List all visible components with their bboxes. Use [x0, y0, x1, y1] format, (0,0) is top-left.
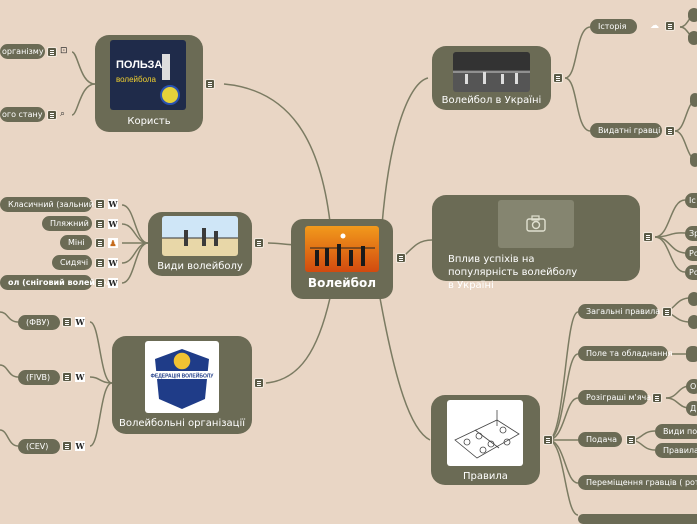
type-mini[interactable]: Міні [60, 235, 92, 250]
influence-subtopic-3[interactable]: Ро [685, 246, 697, 261]
cev-menu-icon[interactable] [62, 441, 72, 451]
type-classic[interactable]: Класичний (зальний) [0, 197, 97, 212]
fivb-menu-icon[interactable] [62, 372, 72, 382]
influence-menu-icon[interactable] [643, 232, 653, 242]
players-subtopic-1[interactable] [690, 93, 697, 107]
orgs-logo-text: ФЕДЕРАЦІЯ ВОЛЕЙБОЛУ [151, 372, 215, 380]
org-fvu[interactable]: (ФВУ) [18, 315, 60, 330]
wikipedia-icon[interactable]: W [108, 258, 118, 268]
type-sitting[interactable]: Сидячі [52, 255, 92, 270]
ukraine-image [453, 52, 530, 92]
orgs-logo: ФЕДЕРАЦІЯ ВОЛЕЙБОЛУ [145, 341, 219, 413]
rule-general[interactable]: Загальні правила [578, 304, 660, 319]
types-node[interactable]: Види волейболу [148, 212, 252, 276]
type-sitting-menu-icon[interactable] [95, 258, 105, 268]
influence-subtopic-4[interactable]: Ро [685, 265, 697, 280]
influence-node[interactable]: Вплив успіхів на популярність волейболу … [432, 195, 640, 291]
wikipedia-icon[interactable]: W [108, 199, 118, 209]
type-snow[interactable]: ол (сніговий волейбол) [0, 275, 116, 290]
camera-icon [526, 215, 546, 232]
central-image [305, 226, 379, 272]
benefit-image: ПОЛЬЗА волейбола [110, 40, 186, 110]
orgs-menu-icon[interactable] [254, 378, 264, 388]
rally-subtopic-2[interactable]: Д [686, 401, 697, 416]
history-subtopic-1[interactable] [688, 8, 697, 22]
types-label: Види волейболу [157, 261, 243, 272]
wikipedia-icon[interactable]: W [108, 219, 118, 229]
rule-general-menu-icon[interactable] [662, 307, 672, 317]
org-cev[interactable]: (CEV) [18, 439, 60, 454]
person-icon[interactable]: ♟ [108, 238, 118, 248]
ukraine-players-topic[interactable]: Видатні гравці [590, 123, 662, 138]
rules-label: Правила [463, 471, 508, 482]
field-subtopic[interactable] [686, 346, 697, 362]
search-icon[interactable]: ⌕ [60, 109, 66, 119]
history-menu-icon[interactable] [665, 21, 675, 31]
rules-image [447, 400, 523, 466]
rule-rally-menu-icon[interactable] [652, 393, 662, 403]
rule-field[interactable]: Поле та обладнання [578, 346, 672, 361]
type-snow-menu-icon[interactable] [95, 278, 105, 288]
benefit-image-title: ПОЛЬЗА [116, 59, 162, 71]
benefit-image-subtitle: волейбола [116, 75, 157, 84]
type-mini-menu-icon[interactable] [95, 238, 105, 248]
orgs-label: Волейбольні організації [118, 418, 246, 429]
state-menu-icon[interactable] [47, 110, 57, 120]
rule-serve[interactable]: Подача [578, 432, 622, 447]
org-fivb[interactable]: (FIVB) [18, 370, 60, 385]
type-classic-menu-icon[interactable] [95, 199, 105, 209]
ukraine-menu-icon[interactable] [553, 73, 563, 83]
wikipedia-icon[interactable]: W [75, 441, 85, 451]
ukraine-node[interactable]: Волейбол в Україні [432, 46, 551, 110]
fvu-menu-icon[interactable] [62, 317, 72, 327]
rules-menu-icon[interactable] [543, 435, 553, 445]
influence-label: Вплив успіхів на популярність волейболу … [448, 254, 578, 291]
rules-node[interactable]: Правила [431, 395, 540, 485]
influence-subtopic-1[interactable]: Іс [685, 193, 697, 208]
rule-rotation[interactable]: Переміщення гравців ( ротація) [578, 475, 697, 490]
wikipedia-icon[interactable]: W [75, 372, 85, 382]
serve-types[interactable]: Види пода [655, 424, 697, 439]
type-beach-menu-icon[interactable] [95, 219, 105, 229]
benefit-label: Користь [127, 116, 171, 127]
wikipedia-icon[interactable]: W [108, 278, 118, 288]
orgs-node[interactable]: ФЕДЕРАЦІЯ ВОЛЕЙБОЛУ Волейбольні організа… [112, 336, 252, 434]
general-subtopic-1[interactable] [688, 292, 697, 306]
players-menu-icon[interactable] [665, 126, 675, 136]
serve-rules[interactable]: Правила п [655, 443, 697, 458]
benefit-state[interactable]: ого стану [0, 107, 45, 122]
types-image [162, 216, 238, 256]
rules-more-topic[interactable] [578, 514, 697, 524]
wikipedia-icon[interactable]: W [75, 317, 85, 327]
attachment-icon: ☁ [650, 21, 659, 31]
rule-serve-menu-icon[interactable] [626, 435, 636, 445]
rally-subtopic-1[interactable]: О [686, 379, 697, 394]
benefit-menu-icon[interactable] [205, 79, 215, 89]
history-subtopic-2[interactable] [688, 31, 697, 45]
ukraine-history-topic[interactable]: Історія [590, 19, 637, 34]
players-subtopic-2[interactable] [690, 153, 697, 167]
general-subtopic-2[interactable] [688, 315, 697, 329]
document-icon[interactable]: ⊡ [60, 46, 68, 56]
image-placeholder [498, 200, 574, 248]
type-beach[interactable]: Пляжний [42, 216, 92, 231]
influence-subtopic-2[interactable]: Зр [685, 226, 697, 241]
rule-rally[interactable]: Розіграші м'яча [578, 390, 651, 405]
central-node[interactable]: Волейбол [291, 219, 393, 299]
ukraine-label: Волейбол в Україні [441, 95, 542, 106]
central-label: Волейбол [307, 276, 377, 290]
benefit-organism[interactable]: організму [0, 44, 45, 59]
organism-menu-icon[interactable] [47, 47, 57, 57]
central-menu-icon[interactable] [396, 253, 406, 263]
types-menu-icon[interactable] [254, 238, 264, 248]
benefit-node[interactable]: ПОЛЬЗА волейбола Користь [95, 35, 203, 132]
